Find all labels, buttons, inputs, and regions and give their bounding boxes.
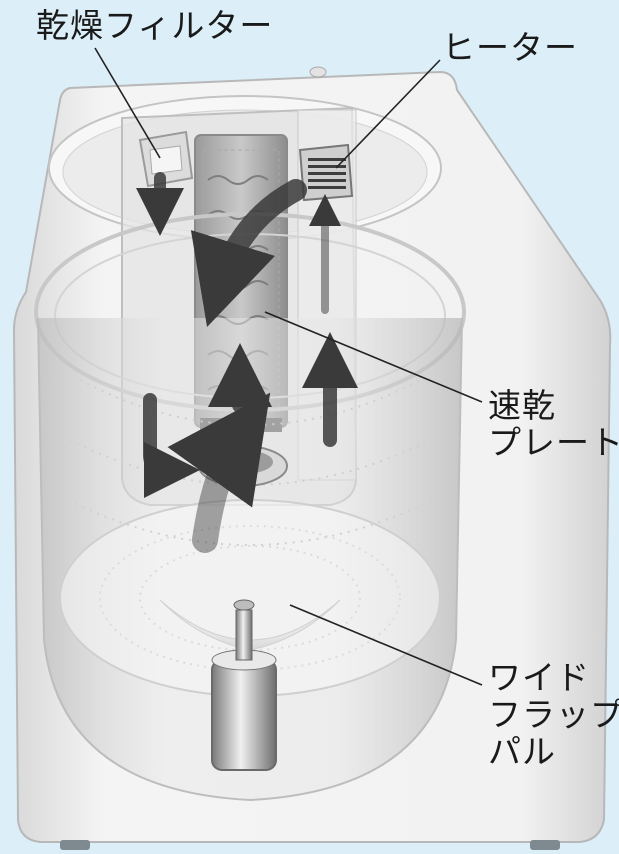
label-wide-flap-pulsator: ワイド フラップ パル: [488, 658, 619, 771]
label-pulsator-line-1: ワイド: [488, 658, 590, 697]
leader-plate: [264, 311, 483, 403]
leader-pulsator: [289, 604, 483, 686]
heater: [298, 143, 354, 202]
label-quick-dry-plate-line-1: 速乾: [488, 386, 556, 425]
leader-lines: [94, 47, 483, 686]
tub-up-arrow: [167, 392, 271, 553]
heater-to-plate-arrow: [190, 179, 307, 328]
label-drying-filter: 乾燥フィルター: [36, 6, 274, 45]
leader-heater: [335, 59, 441, 169]
label-pulsator-line-3: パル: [488, 731, 556, 771]
wash-tub: [34, 212, 466, 802]
label-quick-dry-plate: 速乾 プレート: [488, 386, 619, 462]
airflow-arrows: [136, 172, 358, 553]
label-pulsator-line-2: フラップ: [488, 694, 619, 734]
label-drying-filter-text: 乾燥フィルター: [36, 6, 274, 45]
label-heater-text: ヒーター: [442, 28, 578, 67]
label-heater: ヒーター: [442, 28, 578, 67]
leader-filter: [94, 47, 161, 159]
label-quick-dry-plate-line-2: プレート: [488, 422, 619, 462]
drying-filter: [138, 130, 194, 188]
wide-flap-pulsator: [159, 599, 341, 771]
